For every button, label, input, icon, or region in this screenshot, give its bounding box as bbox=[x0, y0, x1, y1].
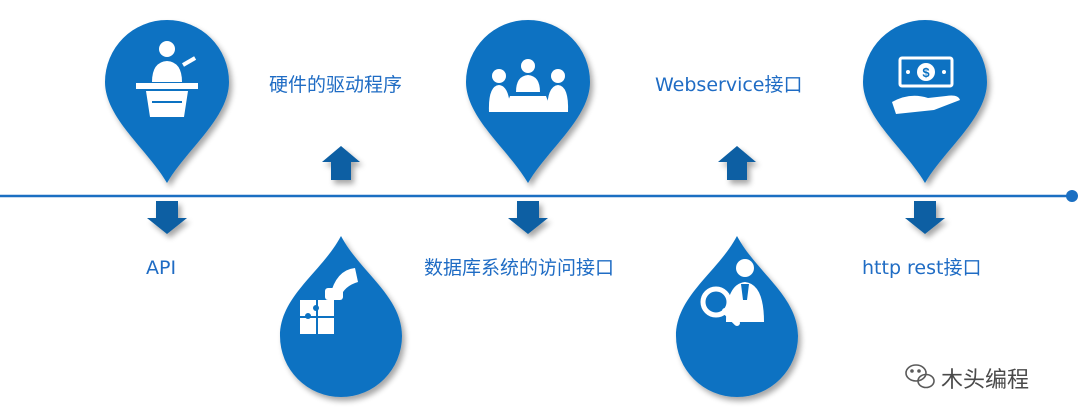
watermark-text: 木头编程 bbox=[941, 368, 1030, 393]
timeline-end-dot bbox=[1066, 190, 1078, 202]
label-webservice: Webservice接口 bbox=[655, 74, 803, 96]
down-arrow-api bbox=[147, 201, 187, 234]
label-api: API bbox=[146, 257, 177, 279]
svg-text:$: $ bbox=[922, 65, 930, 80]
label-hardware-driver: 硬件的驱动程序 bbox=[269, 74, 403, 96]
money-in-hand-icon: $ bbox=[892, 56, 960, 114]
puzzle-hand-icon bbox=[300, 268, 358, 334]
wechat-icon bbox=[905, 364, 935, 389]
drop-marker-driver bbox=[280, 236, 402, 397]
meeting-table-icon bbox=[488, 59, 569, 112]
label-http-rest: http rest接口 bbox=[862, 257, 982, 279]
magnifier-person-icon bbox=[700, 259, 764, 326]
down-arrow-database bbox=[508, 201, 548, 234]
label-database-access: 数据库系统的访问接口 bbox=[424, 257, 615, 279]
watermark: 木头编程 bbox=[905, 362, 1029, 394]
down-arrow-http bbox=[905, 201, 945, 234]
up-arrow-driver bbox=[322, 146, 360, 180]
presenter-at-podium-icon bbox=[136, 41, 198, 117]
up-arrow-webservice bbox=[718, 146, 756, 180]
